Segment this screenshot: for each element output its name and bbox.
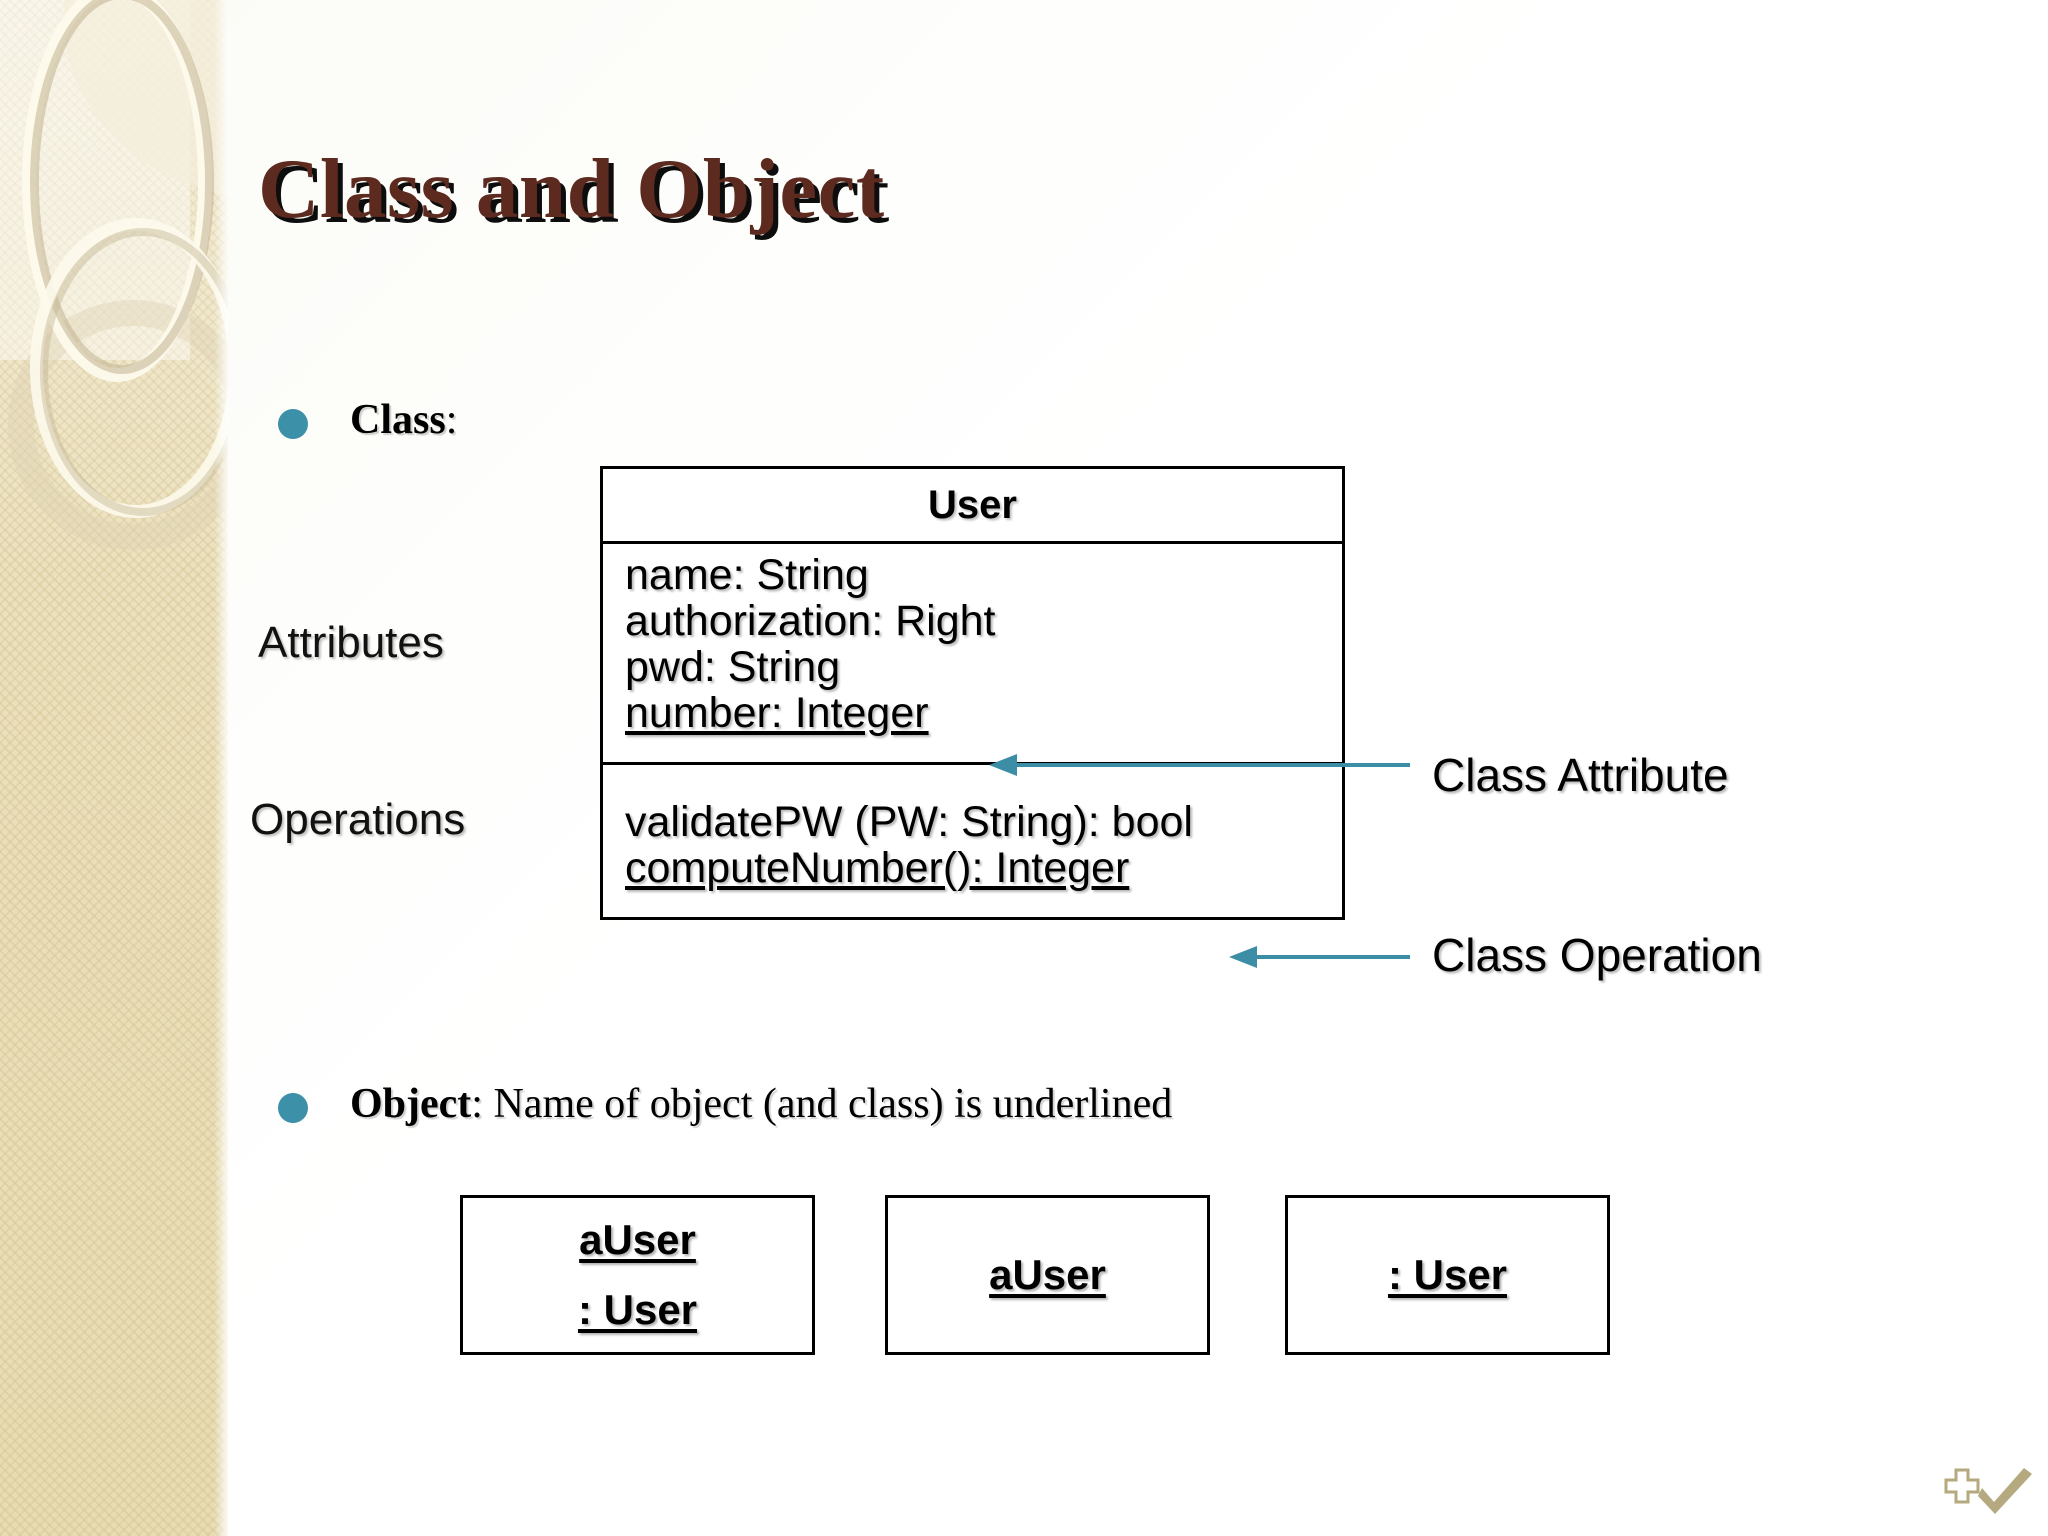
label-operations: Operations <box>250 795 466 844</box>
decorative-ring-inner-bottom <box>40 228 228 516</box>
bullet-label-object: Object: Name of object (and class) is un… <box>350 1080 1172 1128</box>
uml-attribute-row-static: number: Integer <box>625 689 929 737</box>
bullet-label-class-rest: : <box>445 397 458 443</box>
arrow-to-class-attribute-icon <box>989 754 1410 776</box>
object-box: aUser <box>885 1195 1210 1355</box>
label-class-operation: Class Operation <box>1432 929 1762 981</box>
bullet-label-object-rest: : Name of object (and class) is underlin… <box>471 1081 1173 1127</box>
arrow-to-class-operation-icon <box>1229 946 1410 968</box>
object-class-name: : User <box>577 1286 698 1333</box>
uml-operation-row: validatePW (PW: String): bool <box>625 798 1193 846</box>
uml-operations-compartment: validatePW (PW: String): bool computeNum… <box>603 765 1342 917</box>
object-box: aUser : User <box>460 1195 815 1355</box>
object-instance-name: aUser <box>989 1251 1106 1298</box>
uml-attribute-row: authorization: Right <box>625 597 996 645</box>
uml-operation-row-static: computeNumber(): Integer <box>625 844 1130 892</box>
bullet-item-class: Class: <box>278 396 457 444</box>
uml-attributes-compartment: name: String authorization: Right pwd: S… <box>603 544 1342 765</box>
object-instance-name: aUser <box>579 1216 696 1263</box>
bullet-dot-icon <box>278 1093 308 1123</box>
bullet-label-object-strong: Object <box>350 1081 472 1127</box>
uml-class-name: User <box>603 469 1342 544</box>
uml-class-box: User name: String authorization: Right p… <box>600 466 1345 920</box>
sidebar-edge-highlight <box>214 0 228 1536</box>
corner-mark-group <box>1944 1468 2032 1514</box>
label-class-attribute: Class Attribute <box>1432 749 1729 801</box>
object-box: : User <box>1285 1195 1610 1355</box>
plus-icon <box>1944 1468 1980 1504</box>
uml-attribute-row: pwd: String <box>625 643 841 691</box>
bullet-label-class: Class: <box>350 396 457 444</box>
bullet-dot-icon <box>278 409 308 439</box>
label-attributes: Attributes <box>258 618 444 667</box>
bullet-item-object: Object: Name of object (and class) is un… <box>278 1080 1172 1128</box>
check-icon <box>1978 1468 2032 1514</box>
bullet-label-class-strong: Class <box>350 397 446 443</box>
decorative-sidebar <box>0 0 228 1536</box>
object-class-name: : User <box>1387 1251 1508 1298</box>
page-title: Class and Object <box>258 142 885 236</box>
uml-attribute-row: name: String <box>625 551 869 599</box>
